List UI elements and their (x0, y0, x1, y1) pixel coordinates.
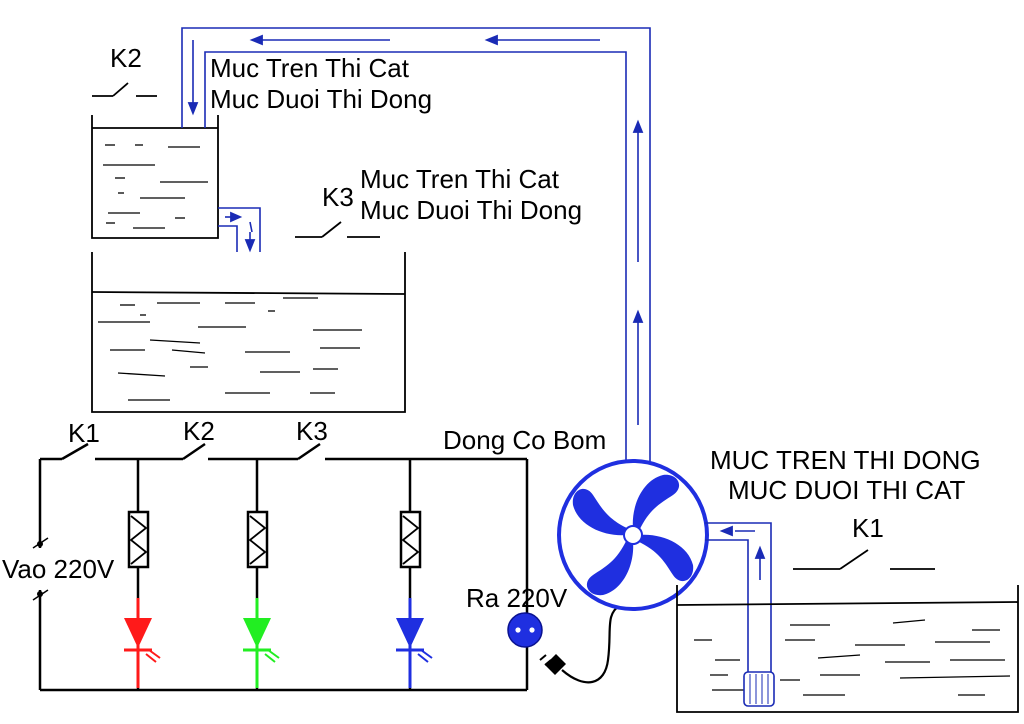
pump-fan-icon (557, 459, 709, 611)
right-tank-label-line2: MUC DUOI THI CAT (728, 475, 965, 505)
led-icon-red (124, 598, 161, 688)
k1-circuit-label: K1 (68, 418, 100, 448)
top-tank-water (103, 144, 208, 229)
led-icon-blue (396, 598, 433, 688)
top-tank (91, 115, 219, 239)
control-circuit (32, 442, 529, 692)
socket-icon (507, 612, 543, 648)
motor-label: Dong Co Bom (443, 425, 606, 455)
top-tank-label-line1: Muc Tren Thi Cat (210, 53, 410, 83)
k1-right-label: K1 (852, 513, 884, 543)
k3-top-switch (295, 221, 380, 238)
middle-tank (91, 252, 406, 413)
top-tank-label-line2: Muc Duoi Thi Dong (210, 84, 432, 114)
right-tank-water (694, 619, 1011, 696)
middle-tank-water (98, 297, 362, 401)
input-power-label: Vao 220V (2, 554, 115, 584)
intake-pipe (705, 522, 772, 680)
overflow-pipe (218, 207, 261, 253)
return-pipe (181, 27, 651, 465)
resistor-icon (127, 510, 150, 569)
resistor-icon (246, 510, 269, 569)
k2-circuit-label: K2 (183, 416, 215, 446)
output-power-label: Ra 220V (466, 583, 568, 613)
k2-top-switch (92, 82, 157, 97)
led-icon-green (243, 598, 280, 688)
strainer-icon (743, 671, 775, 707)
right-tank (676, 585, 1019, 713)
middle-tank-label-line2: Muc Duoi Thi Dong (360, 195, 582, 225)
k1-right-switch (793, 549, 935, 570)
middle-tank-label-line1: Muc Tren Thi Cat (360, 164, 560, 194)
k2-top-label: K2 (110, 43, 142, 73)
k3-circuit-label: K3 (296, 416, 328, 446)
plug-icon (539, 604, 621, 684)
resistor-icon (399, 510, 422, 569)
right-tank-label-line1: MUC TREN THI DONG (710, 445, 981, 475)
k3-top-label: K3 (322, 182, 354, 212)
